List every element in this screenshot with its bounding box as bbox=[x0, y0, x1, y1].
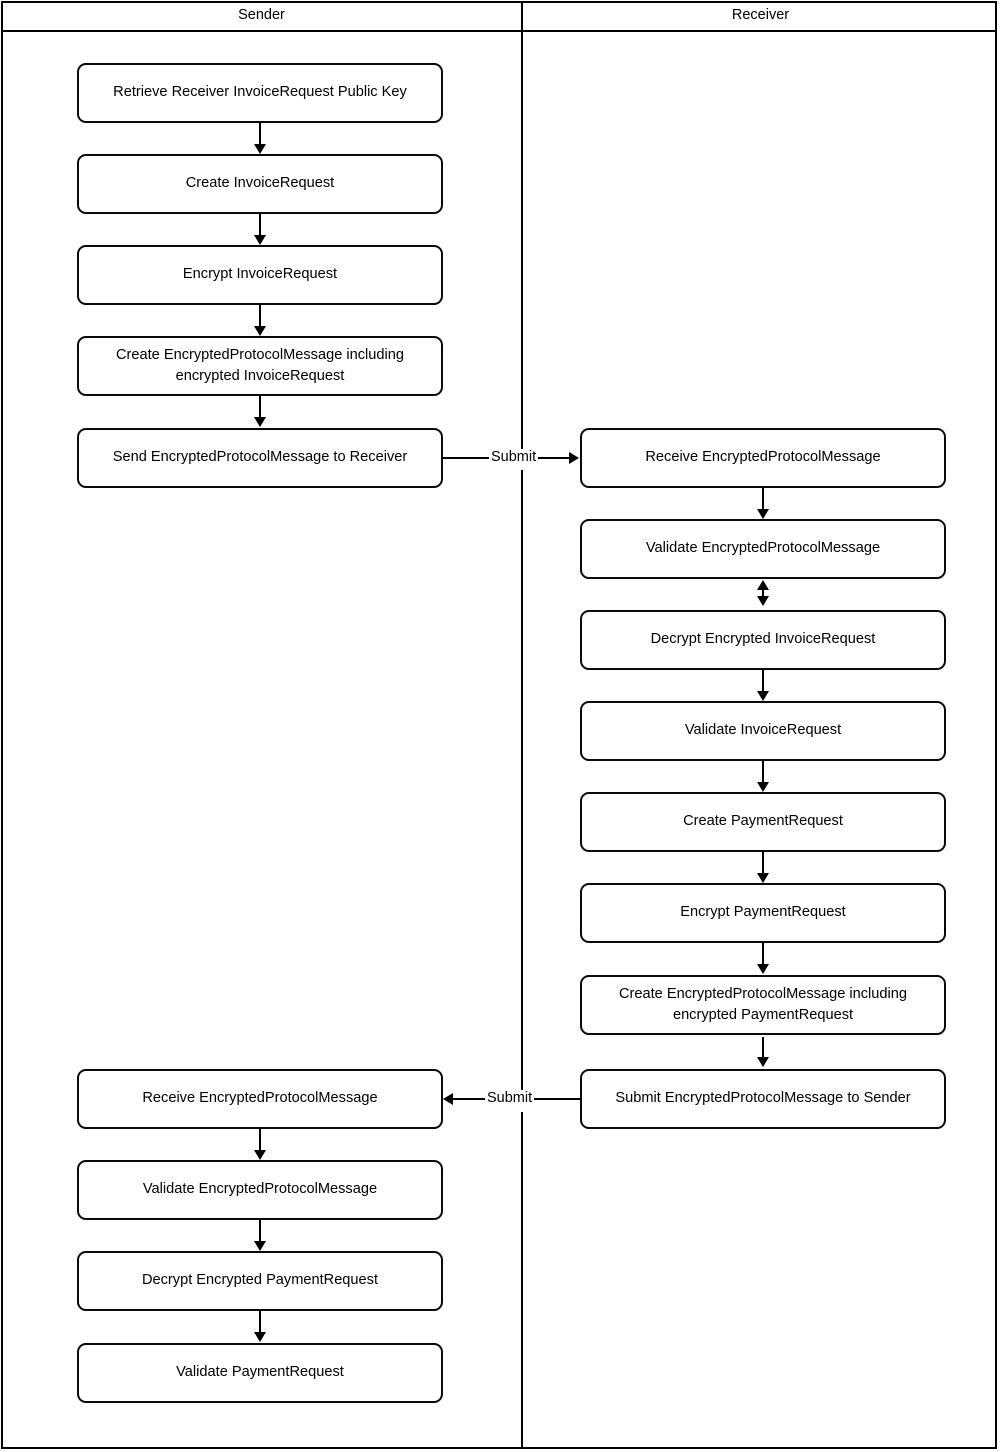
lane-divider-bottom bbox=[521, 1112, 523, 1449]
edge-r6-r7-line bbox=[762, 943, 764, 965]
edge-r5-r6-arrowhead bbox=[757, 873, 769, 883]
edge-s6-s7-arrowhead bbox=[254, 1150, 266, 1160]
edge-r2-r3-arrowhead-up bbox=[757, 580, 769, 590]
edge-r6-r7-arrowhead bbox=[757, 964, 769, 974]
edge-s2-s3-line bbox=[259, 214, 261, 236]
edge-s7-s8-line bbox=[259, 1220, 261, 1242]
lane-header-divider bbox=[1, 30, 997, 32]
edge-s3-s4-arrowhead bbox=[254, 326, 266, 336]
edge-s1-s2-line bbox=[259, 123, 261, 145]
edge-label-submit-to-sender: Submit bbox=[485, 1090, 535, 1106]
edge-s4-s5-line bbox=[259, 396, 261, 418]
edge-s2-s3-arrowhead bbox=[254, 235, 266, 245]
node-create-encryptedprotocolmessage-paymentrequest[interactable]: Create EncryptedProtocolMessage includin… bbox=[580, 975, 946, 1035]
edge-r4-r5-line bbox=[762, 761, 764, 783]
node-receive-encryptedprotocolmessage-sender[interactable]: Receive EncryptedProtocolMessage bbox=[77, 1069, 443, 1129]
edge-r2-r3-line bbox=[762, 586, 764, 596]
edge-r5-r6-line bbox=[762, 852, 764, 874]
lane-divider-middle bbox=[521, 470, 523, 1090]
node-send-encryptedprotocolmessage-to-receiver[interactable]: Send EncryptedProtocolMessage to Receive… bbox=[77, 428, 443, 488]
node-retrieve-receiver-invoicerequest-public-key[interactable]: Retrieve Receiver InvoiceRequest Public … bbox=[77, 63, 443, 123]
node-decrypt-encrypted-paymentrequest[interactable]: Decrypt Encrypted PaymentRequest bbox=[77, 1251, 443, 1311]
edge-r1-r2-line bbox=[762, 488, 764, 510]
edge-s7-s8-arrowhead bbox=[254, 1241, 266, 1251]
node-receive-encryptedprotocolmessage-receiver[interactable]: Receive EncryptedProtocolMessage bbox=[580, 428, 946, 488]
edge-r2-r3-arrowhead-down bbox=[757, 596, 769, 606]
node-validate-encryptedprotocolmessage-receiver[interactable]: Validate EncryptedProtocolMessage bbox=[580, 519, 946, 579]
edge-r3-r4-arrowhead bbox=[757, 691, 769, 701]
node-encrypt-paymentrequest[interactable]: Encrypt PaymentRequest bbox=[580, 883, 946, 943]
edge-r7-r8-arrowhead bbox=[757, 1057, 769, 1067]
edge-submit-to-receiver-arrowhead bbox=[569, 452, 579, 464]
node-decrypt-encrypted-invoicerequest[interactable]: Decrypt Encrypted InvoiceRequest bbox=[580, 610, 946, 670]
edge-s6-s7-line bbox=[259, 1129, 261, 1151]
lane-title-receiver: Receiver bbox=[731, 7, 790, 23]
edge-s8-s9-arrowhead bbox=[254, 1332, 266, 1342]
node-submit-encryptedprotocolmessage-to-sender[interactable]: Submit EncryptedProtocolMessage to Sende… bbox=[580, 1069, 946, 1129]
node-validate-paymentrequest[interactable]: Validate PaymentRequest bbox=[77, 1343, 443, 1403]
edge-label-submit-to-receiver: Submit bbox=[489, 449, 539, 465]
edge-s3-s4-line bbox=[259, 305, 261, 327]
node-validate-invoicerequest[interactable]: Validate InvoiceRequest bbox=[580, 701, 946, 761]
edge-s8-s9-line bbox=[259, 1311, 261, 1333]
edge-r4-r5-arrowhead bbox=[757, 782, 769, 792]
edge-r7-r8-line bbox=[762, 1037, 764, 1058]
edge-submit-to-sender-arrowhead bbox=[443, 1093, 453, 1105]
node-create-invoicerequest[interactable]: Create InvoiceRequest bbox=[77, 154, 443, 214]
node-create-paymentrequest[interactable]: Create PaymentRequest bbox=[580, 792, 946, 852]
node-create-encryptedprotocolmessage-invoicerequest[interactable]: Create EncryptedProtocolMessage includin… bbox=[77, 336, 443, 396]
lane-divider-top bbox=[521, 1, 523, 449]
node-validate-encryptedprotocolmessage-sender[interactable]: Validate EncryptedProtocolMessage bbox=[77, 1160, 443, 1220]
node-encrypt-invoicerequest[interactable]: Encrypt InvoiceRequest bbox=[77, 245, 443, 305]
edge-r1-r2-arrowhead bbox=[757, 509, 769, 519]
edge-s4-s5-arrowhead bbox=[254, 417, 266, 427]
edge-s1-s2-arrowhead bbox=[254, 144, 266, 154]
edge-r3-r4-line bbox=[762, 670, 764, 692]
lane-title-sender: Sender bbox=[238, 7, 285, 23]
